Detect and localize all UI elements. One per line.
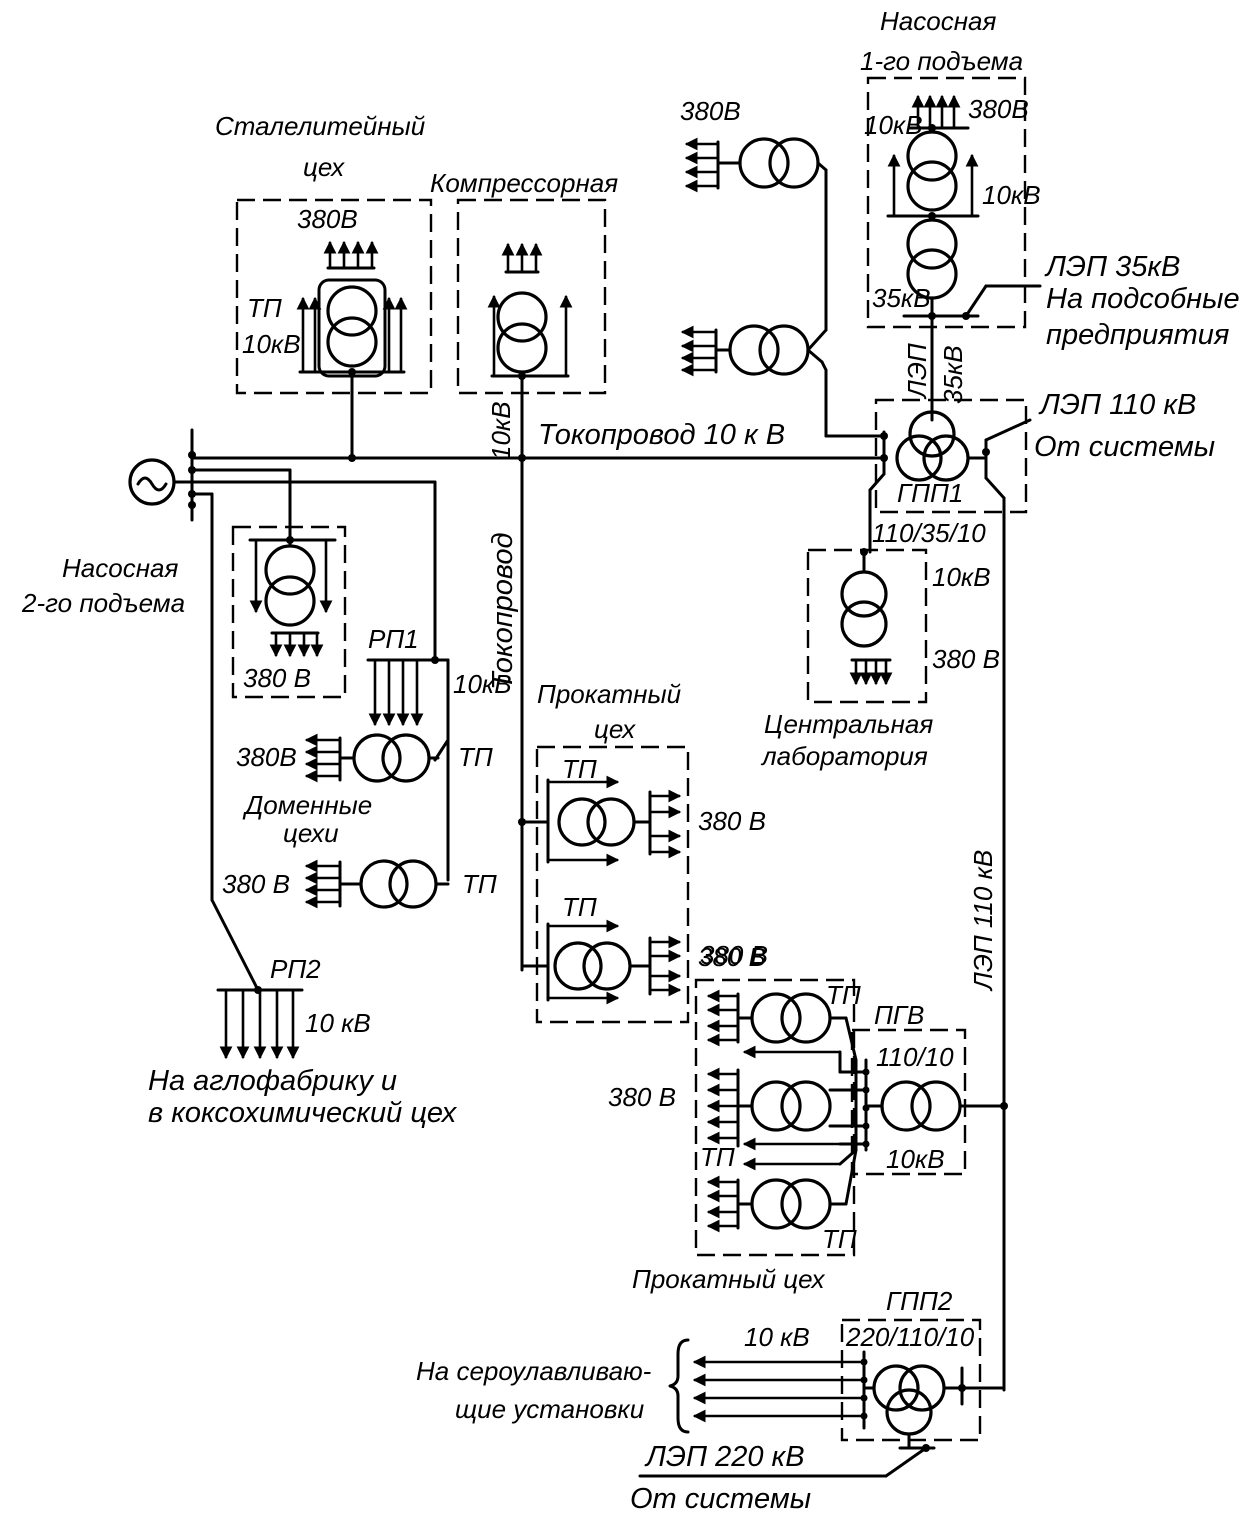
- pgv-box: [850, 1028, 967, 1176]
- rp2-feeder: [190, 492, 304, 1060]
- blast-furnace-subtitle: цехи: [283, 818, 339, 848]
- generator-busbar: [188, 428, 196, 522]
- aglo-destination-l2: в коксохимический цех: [148, 1097, 458, 1129]
- lab-transformer: [840, 548, 893, 686]
- lab-subtitle: лаборатория: [760, 741, 928, 771]
- rolling-shop-1-subtitle: цех: [594, 714, 636, 744]
- sulfur-destination-l1: На сероулавливаю-: [416, 1356, 652, 1386]
- lab-title: Центральная: [764, 709, 933, 739]
- pump1-380v: 380В: [968, 94, 1029, 124]
- blast-furnace-title: Доменные: [242, 790, 372, 820]
- tokoprovod-10kv-vertical: 10кВ: [486, 401, 516, 460]
- lab-380v: 380 В: [932, 644, 1000, 674]
- rolling-shop-2-tp-top: ТП: [826, 980, 861, 1010]
- steel-shop-transformer: [296, 240, 408, 460]
- upper-380v-label: 380В: [680, 96, 741, 126]
- pump1-35kv: 35кВ: [872, 283, 931, 313]
- rolling-shop-1-380v-1: 380 В: [698, 806, 766, 836]
- steel-shop-380v: 380В: [297, 204, 358, 234]
- lab-10kv: 10кВ: [932, 562, 991, 592]
- rolling-shop-1-transformers: [518, 775, 682, 1005]
- steel-shop-tp: ТП: [247, 293, 282, 323]
- pump2-transformer: [190, 468, 337, 658]
- steel-shop-box: [235, 198, 433, 395]
- rp1-feeder: [190, 480, 450, 882]
- pump2-subtitle: 2-го подъема: [21, 588, 185, 618]
- rp1-label: РП1: [368, 624, 419, 654]
- rolling-shop-1-title: Прокатный: [537, 679, 681, 709]
- rolling-shop-2-tp-bottom: ТП: [822, 1224, 857, 1254]
- blast-furnace-transformer-1: [304, 733, 440, 783]
- 35kv-vertical-label: 35кВ: [938, 345, 968, 404]
- pump1-10kv-top: 10кВ: [864, 110, 923, 140]
- tokoprovod-vertical-label: Токопровод: [487, 532, 519, 690]
- main-tokoprovod-line: [190, 454, 882, 462]
- blast-furnace-tp-1: ТП: [458, 742, 493, 772]
- pump2-title: Насосная: [62, 553, 178, 583]
- lep110-vertical-label: ЛЭП 110 кВ: [968, 850, 998, 992]
- gpp2-transformer: [638, 1338, 1006, 1478]
- pgv-transformer: [854, 1058, 1008, 1152]
- rp2-label: РП2: [270, 954, 321, 984]
- rp1-10kv: 10кВ: [453, 669, 512, 699]
- pgv-ratio: 110/10: [876, 1042, 954, 1072]
- pump1-subtitle: 1-го подъема: [860, 46, 1023, 76]
- steel-shop-title: Сталелитейный: [215, 111, 425, 141]
- pump1-10kv: 10кВ: [982, 180, 1041, 210]
- compressor-transformer: [487, 242, 573, 972]
- pump1-box: [866, 76, 1027, 329]
- gpp2-10kv: 10 кВ: [744, 1322, 810, 1352]
- pgv-10kv: 10кВ: [886, 1144, 945, 1174]
- pgv-label: ПГВ: [874, 1000, 924, 1030]
- rolling-shop-2-transformers: [706, 989, 868, 1233]
- compressor-title: Компрессорная: [430, 168, 618, 198]
- gpp1-transformer: [868, 398, 1032, 1392]
- lep110-top-label: ЛЭП 110 кВ: [1038, 389, 1196, 421]
- rp2-10kv: 10 кВ: [305, 1008, 371, 1038]
- blast-furnace-380v-2: 380 В: [222, 869, 290, 899]
- gpp2-ratio: 220/110/10: [845, 1322, 975, 1352]
- rolling-shop-2-tp-left: ТП: [700, 1142, 735, 1172]
- pump2-380v: 380 В: [243, 663, 311, 693]
- lep35-destination-l2: предприятия: [1046, 319, 1229, 351]
- gpp1-ratio: 110/35/10: [872, 518, 986, 548]
- rolling-shop-1-box: [535, 745, 690, 1024]
- pump1-transformers: [886, 94, 1042, 422]
- generator-symbol: [128, 458, 194, 506]
- rolling-shop-2-380v: 380 В: [608, 1082, 676, 1112]
- rolling-shop-2-380v-top: 380 В: [700, 940, 768, 970]
- lep-vertical-label: ЛЭП: [902, 343, 932, 400]
- blast-furnace-tp-2: ТП: [462, 869, 497, 899]
- from-system-top-label: От системы: [1034, 431, 1215, 463]
- rolling-shop-2-box: [694, 978, 856, 1257]
- gpp1-label: ГПП1: [897, 478, 963, 508]
- aglo-destination-l1: На аглофабрику и: [148, 1065, 397, 1097]
- sulfur-destination-l2: щие установки: [455, 1394, 644, 1424]
- lep35-destination-l1: На подсобные: [1046, 283, 1240, 315]
- steel-shop-10kv: 10кВ: [242, 329, 301, 359]
- pump1-title: Насосная: [880, 6, 996, 36]
- compressor-box: [456, 198, 607, 395]
- main-tokoprovod-label: Токопровод 10 к В: [538, 419, 785, 451]
- blast-furnace-transformer-2: [304, 859, 450, 909]
- blast-furnace-380v-1: 380В: [236, 742, 297, 772]
- gpp1-box: [874, 398, 1028, 514]
- rolling-shop-1-380v-2: 380 В: [698, 942, 766, 972]
- rolling-shop-1-tp-1: ТП: [562, 754, 597, 784]
- rolling-shop-1-tp-2: ТП: [562, 892, 597, 922]
- from-system-bottom-label: От системы: [630, 1483, 811, 1515]
- upper-380v-transformers: [680, 137, 886, 438]
- lep220-label: ЛЭП 220 кВ: [644, 1441, 805, 1473]
- lep35-label: ЛЭП 35кВ: [1044, 251, 1180, 283]
- gpp2-label: ГПП2: [886, 1286, 953, 1316]
- rolling-shop-2-title: Прокатный цех: [632, 1264, 825, 1294]
- steel-shop-subtitle: цех: [303, 152, 345, 182]
